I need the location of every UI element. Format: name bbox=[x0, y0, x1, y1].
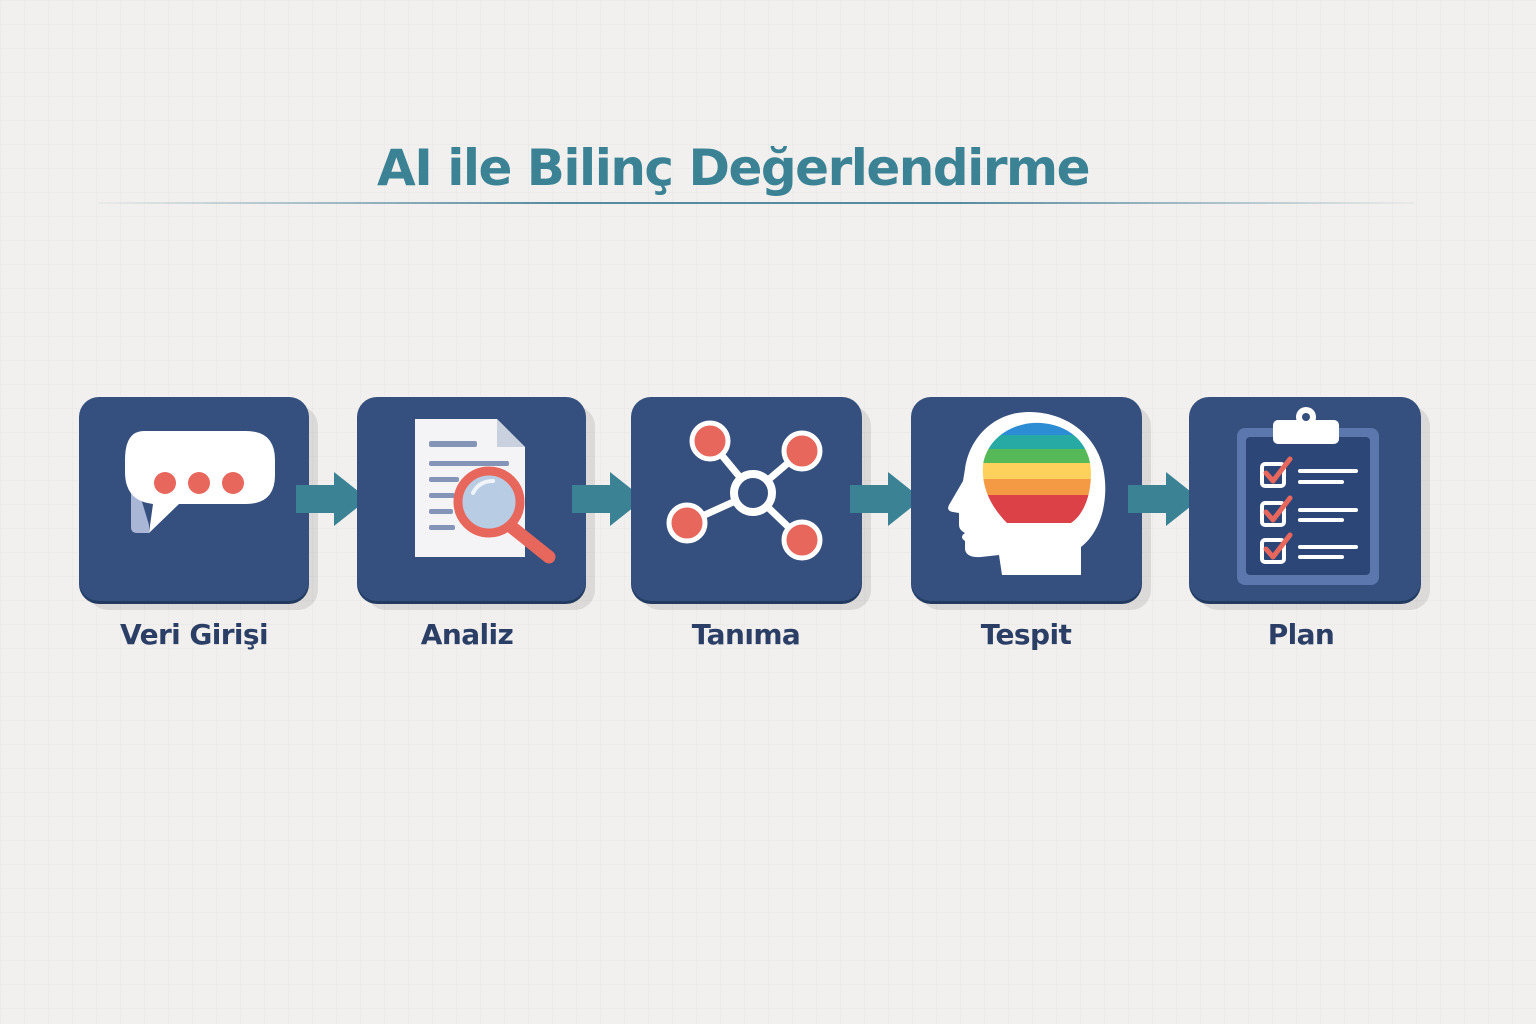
step-label: Veri Girişi bbox=[120, 618, 269, 651]
arrow-right-icon bbox=[296, 472, 368, 526]
step-label: Analiz bbox=[420, 618, 514, 651]
step-label: Plan bbox=[1267, 618, 1335, 651]
network-nodes-icon bbox=[666, 420, 823, 561]
speech-bubble-icon bbox=[125, 431, 275, 533]
step-label: Tanıma bbox=[691, 618, 801, 651]
document-magnifier-icon bbox=[415, 419, 556, 564]
step-tespit-card bbox=[911, 397, 1142, 601]
arrow-right-icon bbox=[850, 472, 922, 526]
step-plan-card bbox=[1189, 397, 1421, 601]
step-analiz-card bbox=[357, 397, 586, 601]
step-veri-girisi-card bbox=[79, 397, 309, 601]
step-tanima-card bbox=[631, 397, 862, 601]
step-label: Tespit bbox=[980, 618, 1072, 651]
title-divider bbox=[98, 202, 1414, 204]
rainbow-brain-head-icon bbox=[948, 412, 1106, 575]
checklist-clipboard-icon bbox=[1237, 407, 1379, 585]
checklist-rows bbox=[1260, 456, 1358, 564]
arrow-right-icon bbox=[572, 472, 644, 526]
arrow-right-icon bbox=[1128, 472, 1200, 526]
diagram-title: AI ile Bilinç Değerlendirme bbox=[377, 139, 1091, 197]
